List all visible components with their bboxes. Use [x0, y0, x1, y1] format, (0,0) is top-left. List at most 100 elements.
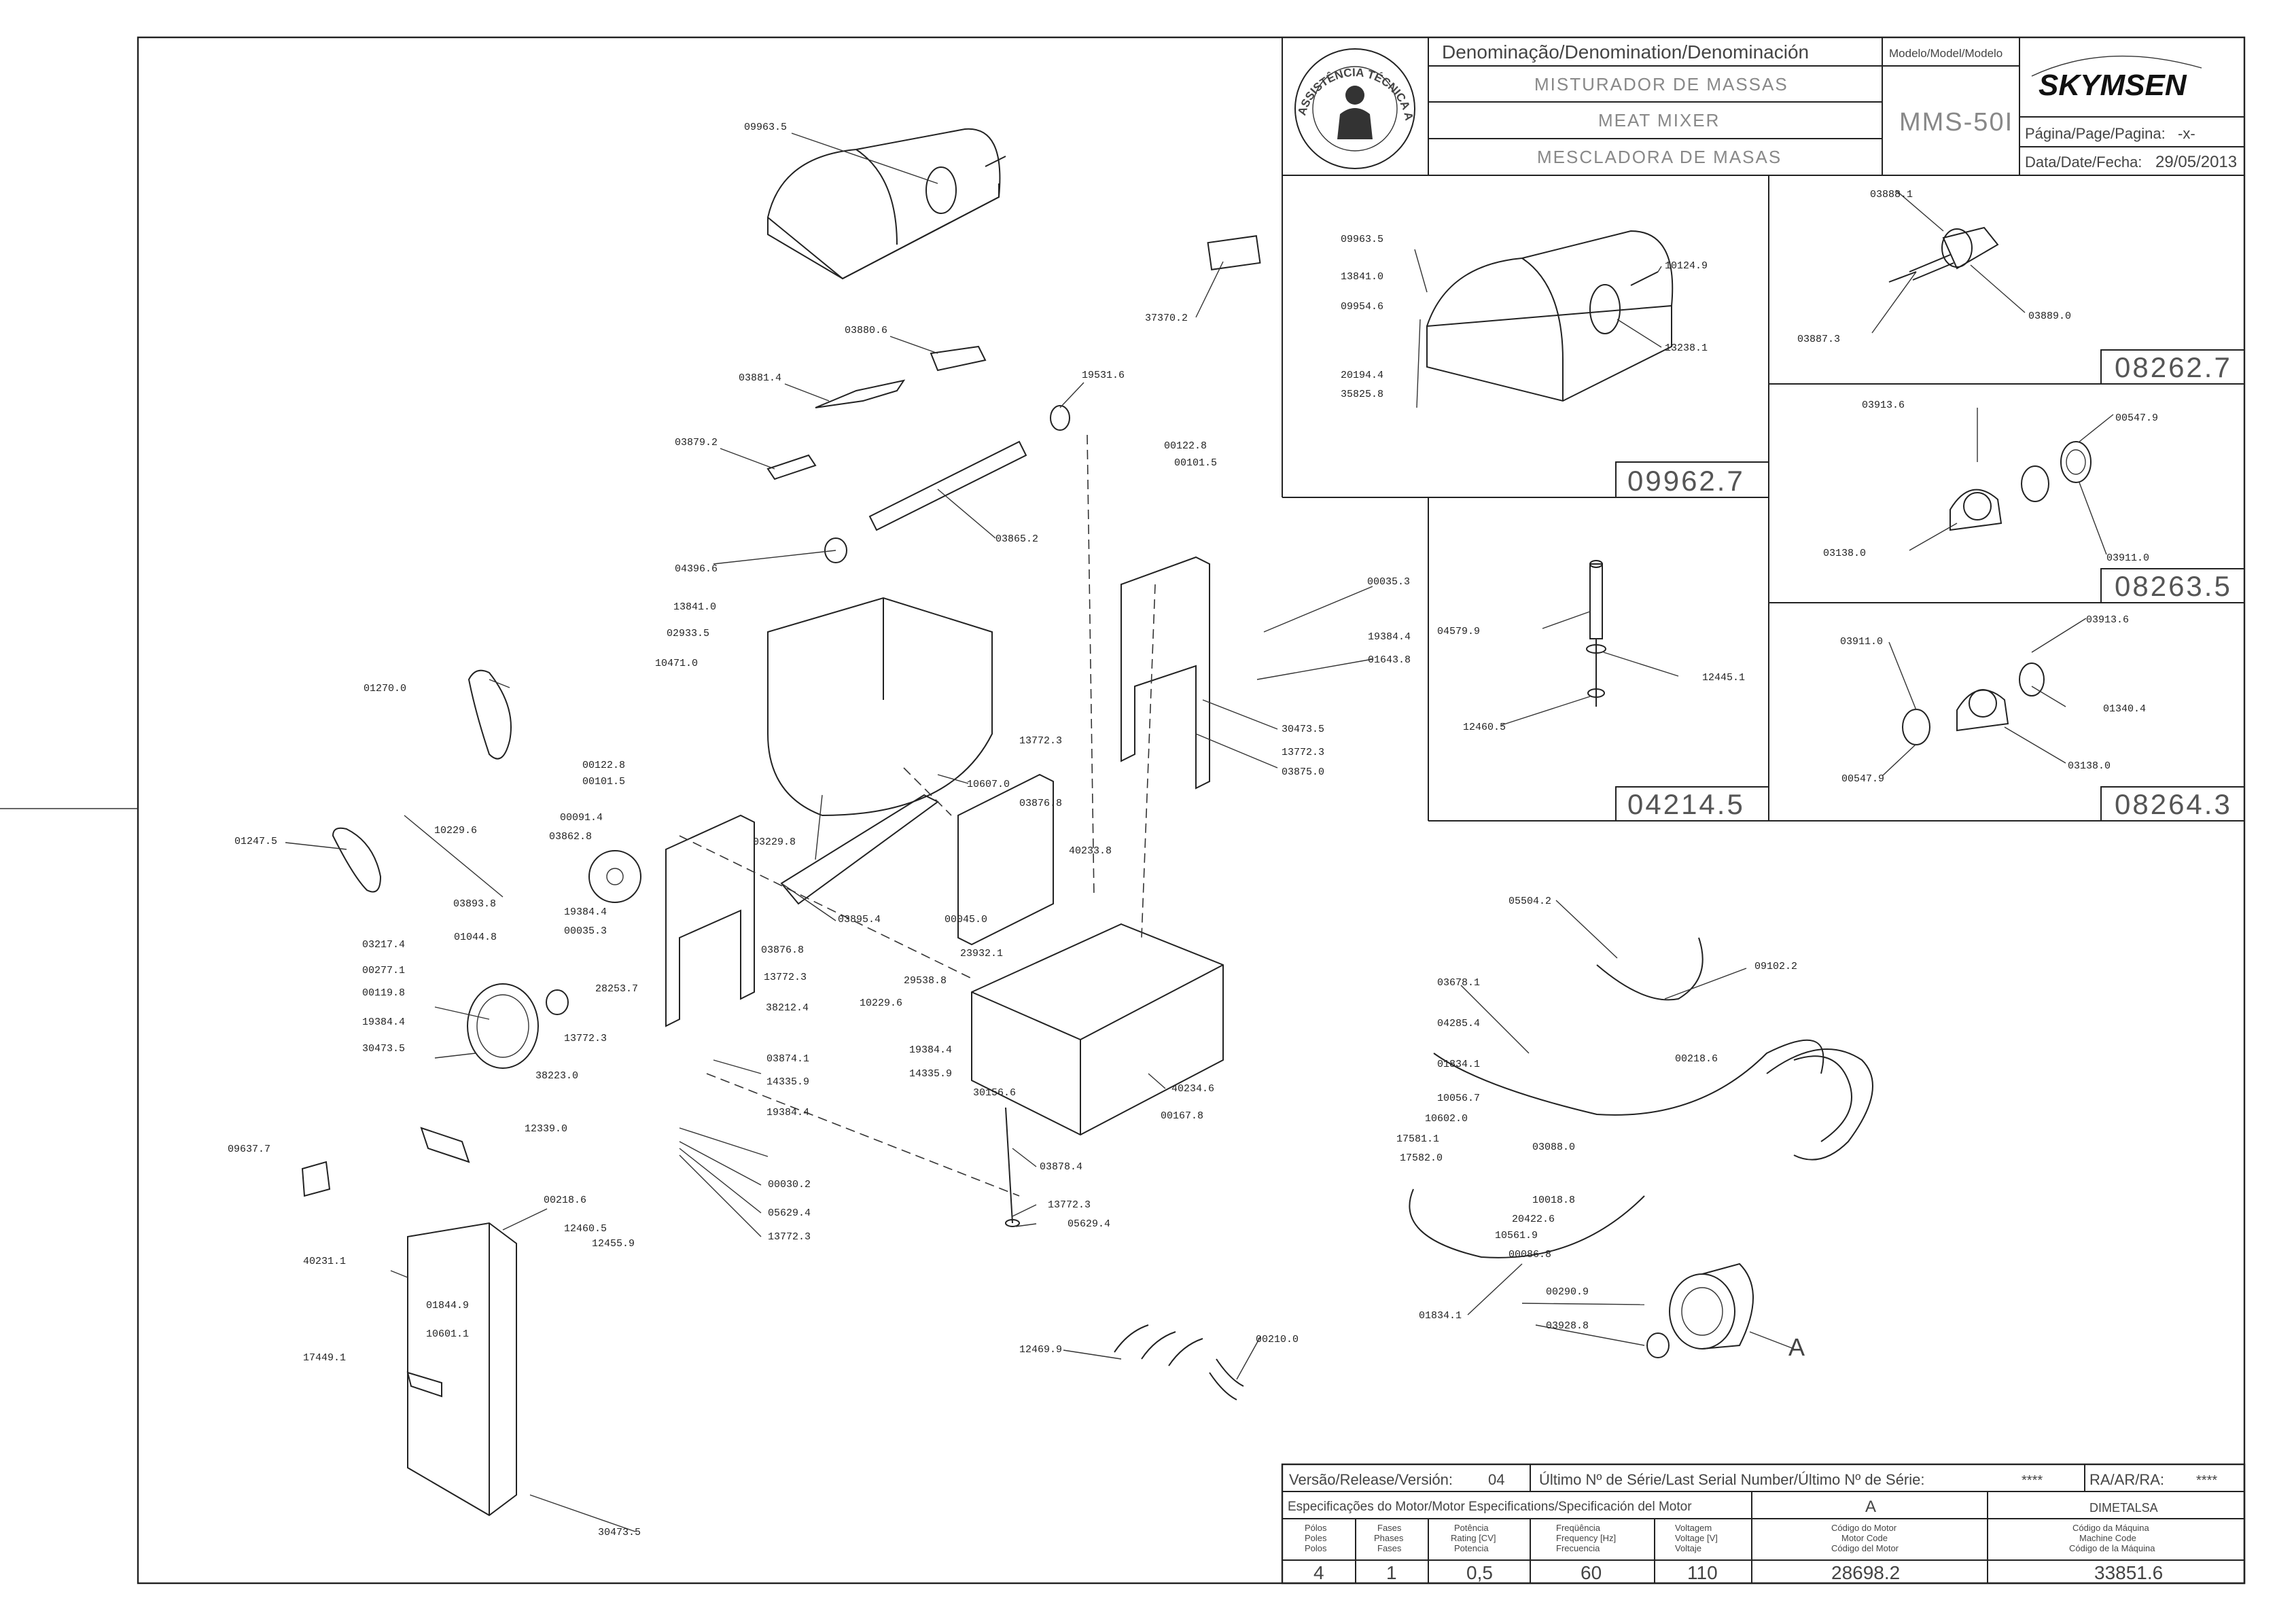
hdr-volt-pt: Voltagem [1675, 1523, 1712, 1533]
callout-p29: 40233.8 [1069, 845, 1112, 857]
callout-k6: 13238.1 [1665, 342, 1708, 354]
hdr-freq-pt: Freqüência [1556, 1523, 1601, 1533]
kit-detail-panels: 09962.7 08262.7 08263.5 04214.5 08264.3 [1282, 175, 2244, 822]
callout-p30: 01247.5 [234, 836, 277, 847]
hdr-freq-en: Frequency [Hz] [1556, 1533, 1616, 1543]
callout-p14: 10607.0 [967, 779, 1010, 790]
callout-e5: 00218.6 [1675, 1053, 1718, 1065]
callout-e2: 03678.1 [1437, 977, 1480, 989]
kit-code-09962: 09962.7 [1627, 465, 1745, 497]
denomination-header: Denominação/Denomination/Denominación [1442, 41, 1809, 63]
hdr-poles-en: Poles [1305, 1533, 1327, 1543]
callout-p27: 10229.6 [434, 825, 477, 836]
hdr-machine-pt: Código da Máquina [2072, 1523, 2150, 1533]
callout-p22: 03876.8 [1019, 798, 1062, 809]
callout-k13: 03911.0 [2106, 552, 2149, 564]
callout-p11: 02933.5 [667, 628, 709, 639]
callout-e4: 01834.1 [1437, 1059, 1480, 1070]
callout-e18: A [1788, 1333, 1805, 1361]
release-value: 04 [1488, 1471, 1504, 1488]
callout-p39: 00119.8 [362, 987, 405, 999]
callout-e10: 17582.0 [1400, 1152, 1443, 1164]
callout-p33: 00035.3 [564, 925, 607, 937]
callout-e9: 17581.1 [1396, 1133, 1439, 1145]
callout-p34: 03895.4 [838, 914, 881, 925]
callout-p25: 00091.4 [560, 812, 603, 824]
callout-k9: 03889.0 [2028, 311, 2071, 322]
callout-k11: 00547.9 [2115, 412, 2158, 424]
callout-p32: 19384.4 [564, 906, 607, 918]
date-value: 29/05/2013 [2155, 153, 2237, 171]
serial-label: Último Nº de Série/Last Serial Number/Úl… [1539, 1471, 1925, 1488]
val-rating: 0,5 [1466, 1562, 1493, 1583]
callout-k12: 03138.0 [1823, 548, 1866, 559]
motor-spec-block: Versão/Release/Versión: 04 Último Nº de … [1281, 1463, 2246, 1585]
callout-p28: 03229.8 [753, 836, 796, 848]
callout-p26: 03862.8 [549, 831, 592, 843]
authorized-service-seal: ASSISTÊNCIA TÉCNICA AUTORIZADA [0, 0, 1415, 169]
kit-code-08263: 08263.5 [2115, 570, 2232, 602]
callout-k3: 20194.4 [1341, 370, 1383, 381]
callout-e3: 04285.4 [1437, 1018, 1480, 1029]
callout-p12: 10471.0 [655, 658, 698, 669]
callout-p59: 12339.0 [525, 1123, 567, 1135]
callout-p21: 13772.3 [1019, 735, 1062, 747]
callout-p2: 03880.6 [845, 325, 887, 336]
date-label: Data/Date/Fecha: [2025, 154, 2142, 171]
callout-k8: 03887.3 [1797, 334, 1840, 345]
name-en: MEAT MIXER [1598, 110, 1720, 130]
callout-p7: 03865.2 [995, 533, 1038, 545]
callout-p36: 01044.8 [454, 932, 497, 943]
callout-p3: 03881.4 [739, 372, 781, 384]
callout-p58: 00167.8 [1161, 1110, 1203, 1122]
callout-p0: 09963.5 [744, 122, 787, 133]
callout-p49: 38212.4 [766, 1002, 809, 1014]
hdr-phases-es: Fases [1377, 1543, 1402, 1553]
hdr-rating-pt: Potência [1454, 1523, 1489, 1533]
callout-p44: 03876.8 [761, 945, 804, 956]
leader-lines [285, 133, 2114, 1532]
callout-e12: 20422.6 [1512, 1214, 1555, 1225]
hdr-motor-en: Motor Code [1841, 1533, 1888, 1543]
callout-p1: 37370.2 [1145, 313, 1188, 324]
title-block: ASSISTÊNCIA TÉCNICA AUTORIZADA Denominaç… [0, 0, 2244, 176]
name-pt: MISTURADOR DE MASSAS [1534, 74, 1788, 94]
callout-e11: 10018.8 [1532, 1195, 1575, 1206]
callout-k19: 01340.4 [2103, 703, 2146, 715]
callout-e0: 05504.2 [1508, 896, 1551, 907]
serial-value: **** [2022, 1473, 2043, 1488]
ra-value: **** [2196, 1473, 2217, 1488]
val-phases: 1 [1386, 1562, 1397, 1583]
callout-e15: 00290.9 [1546, 1286, 1589, 1298]
hdr-poles-pt: Pólos [1305, 1523, 1327, 1533]
callout-p54: 38223.0 [535, 1070, 578, 1082]
callout-p35: 00045.0 [945, 914, 987, 925]
callout-p43: 13772.3 [564, 1033, 607, 1044]
callout-e14: 00086.8 [1508, 1249, 1551, 1260]
callout-p73: 17449.1 [303, 1352, 346, 1364]
callout-e13: 10561.9 [1495, 1230, 1538, 1241]
callout-k5: 10124.9 [1665, 260, 1708, 272]
callout-p37: 03217.4 [362, 939, 405, 951]
val-frequency: 60 [1581, 1562, 1602, 1583]
callout-p70: 40231.1 [303, 1256, 346, 1267]
page-value: -x- [2178, 125, 2195, 142]
callout-p60: 09637.7 [228, 1144, 270, 1155]
callout-p10: 13841.0 [673, 601, 716, 613]
callout-p40: 19384.4 [362, 1017, 405, 1028]
callout-p51: 14335.9 [909, 1068, 952, 1080]
callout-k18: 03913.6 [2086, 614, 2129, 626]
callout-p41: 30473.5 [362, 1043, 405, 1055]
model-value: MMS-50I [1899, 108, 2013, 137]
callout-e17: 01834.1 [1419, 1310, 1462, 1322]
callout-p64: 03878.4 [1040, 1161, 1082, 1173]
callout-e8: 03088.0 [1532, 1142, 1575, 1153]
callout-e16: 03928.8 [1546, 1320, 1589, 1332]
hdr-motor-pt: Código do Motor [1831, 1523, 1897, 1533]
callout-k2: 09954.6 [1341, 301, 1383, 313]
callout-p56: 19384.4 [766, 1107, 809, 1118]
hdr-freq-es: Frecuencia [1556, 1543, 1600, 1553]
callout-p38: 00277.1 [362, 965, 405, 976]
callout-p31: 03893.8 [453, 898, 496, 910]
name-es: MESCLADORA DE MASAS [1537, 147, 1782, 167]
